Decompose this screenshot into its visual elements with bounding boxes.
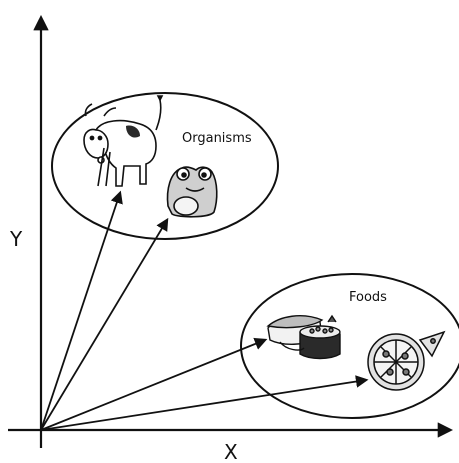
- sushi-icon: [268, 316, 340, 359]
- cow-icon: [84, 96, 162, 186]
- pizza-icon: [368, 332, 444, 390]
- foods-label: Foods: [349, 290, 387, 305]
- vector-to-cow: [41, 193, 120, 430]
- organisms-label: Organisms: [182, 131, 252, 146]
- x-axis-label: X: [224, 440, 238, 463]
- vector-to-frog: [41, 220, 167, 430]
- vector-to-pizza: [41, 380, 366, 430]
- y-axis-label: Y: [9, 227, 23, 251]
- frog-icon: [168, 167, 217, 217]
- vector-to-sushi: [41, 340, 265, 430]
